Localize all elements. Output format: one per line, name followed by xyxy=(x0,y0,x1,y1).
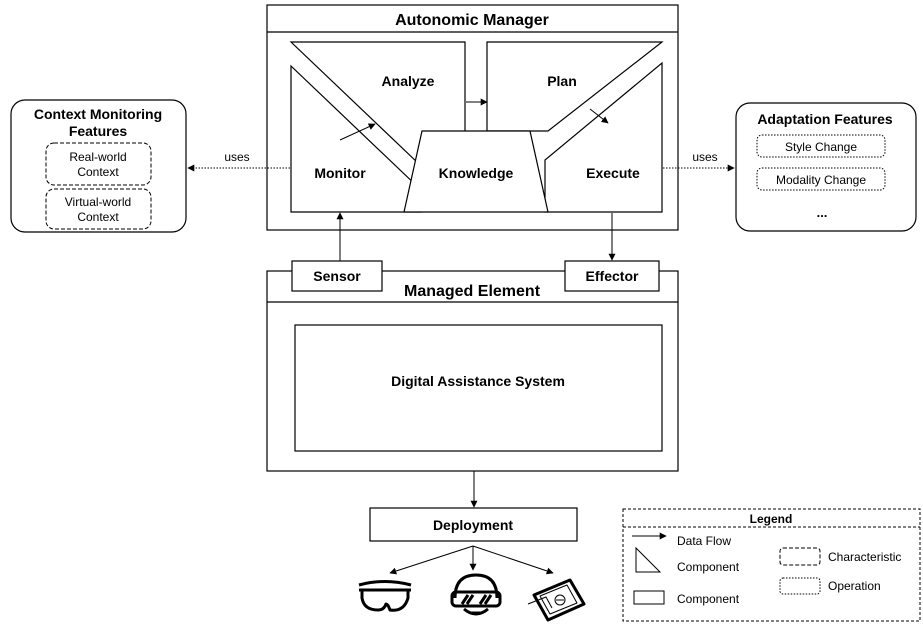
knowledge-label: Knowledge xyxy=(439,165,514,181)
effector-label: Effector xyxy=(586,268,639,284)
context-monitoring-title-line1: Context Monitoring xyxy=(34,106,162,122)
tablet-icon xyxy=(527,578,586,622)
virtual-world-context-line2: Context xyxy=(77,210,119,224)
autonomic-manager: Autonomic Manager Analyze Plan Monitor K… xyxy=(266,4,679,231)
monitor-label: Monitor xyxy=(314,165,366,181)
deployment-to-glasses-arrow xyxy=(389,545,474,575)
virtual-world-context-box xyxy=(45,188,152,230)
context-monitoring-features: Context Monitoring Features Real-world C… xyxy=(10,99,187,233)
legend-component-triangle-label: Component xyxy=(677,560,740,574)
monitor-to-analyze-arrow xyxy=(339,123,376,141)
legend-component-rect-label: Component xyxy=(677,592,740,606)
real-world-context-line2: Context xyxy=(77,165,119,179)
virtual-world-context-line1: Virtual-world xyxy=(65,195,131,209)
legend-characteristic-label: Characteristic xyxy=(828,550,901,564)
digital-assistance-system-label: Digital Assistance System xyxy=(391,373,565,389)
legend-data-flow-label: Data Flow xyxy=(677,534,731,548)
modality-change-box xyxy=(756,167,886,191)
real-world-context-line1: Real-world xyxy=(69,150,126,164)
uses-right-label: uses xyxy=(692,150,717,164)
deployment-box xyxy=(369,507,578,542)
style-change-label: Style Change xyxy=(785,140,857,154)
deployment-label: Deployment xyxy=(433,517,513,533)
legend: Legend Data Flow Component Component Cha… xyxy=(622,508,921,622)
plan-to-execute-arrow xyxy=(589,108,609,124)
deployment-to-tablet-arrow xyxy=(472,545,554,575)
sensor-label: Sensor xyxy=(313,268,361,284)
adaptation-title: Adaptation Features xyxy=(757,111,893,127)
managed-element: Managed Element Digital Assistance Syste… xyxy=(266,270,679,472)
uses-left-label: uses xyxy=(224,150,249,164)
legend-characteristic-symbol xyxy=(779,547,821,566)
vr-headset-icon xyxy=(450,573,502,616)
legend-operation-symbol xyxy=(779,577,821,595)
context-monitoring-title-line2: Features xyxy=(69,123,128,139)
execute-label: Execute xyxy=(586,165,640,181)
autonomic-manager-title: Autonomic Manager xyxy=(395,12,549,29)
plan-label: Plan xyxy=(547,73,577,89)
analyze-label: Analyze xyxy=(382,73,435,89)
ar-glasses-icon xyxy=(358,580,412,612)
digital-assistance-system-box xyxy=(294,324,663,452)
legend-operation-label: Operation xyxy=(828,579,881,593)
knowledge-component xyxy=(403,130,549,213)
managed-element-title: Managed Element xyxy=(404,283,541,300)
real-world-context-box xyxy=(45,142,152,186)
adaptation-ellipsis: ... xyxy=(817,205,828,220)
modality-change-label: Modality Change xyxy=(776,173,866,187)
effector-box xyxy=(564,260,660,292)
style-change-box xyxy=(756,134,886,158)
adaptation-features: Adaptation Features Style Change Modalit… xyxy=(735,102,917,232)
legend-rect-symbol xyxy=(633,590,665,605)
legend-title: Legend xyxy=(750,512,793,526)
legend-triangle-symbol xyxy=(635,546,662,573)
sensor-box xyxy=(291,260,383,292)
